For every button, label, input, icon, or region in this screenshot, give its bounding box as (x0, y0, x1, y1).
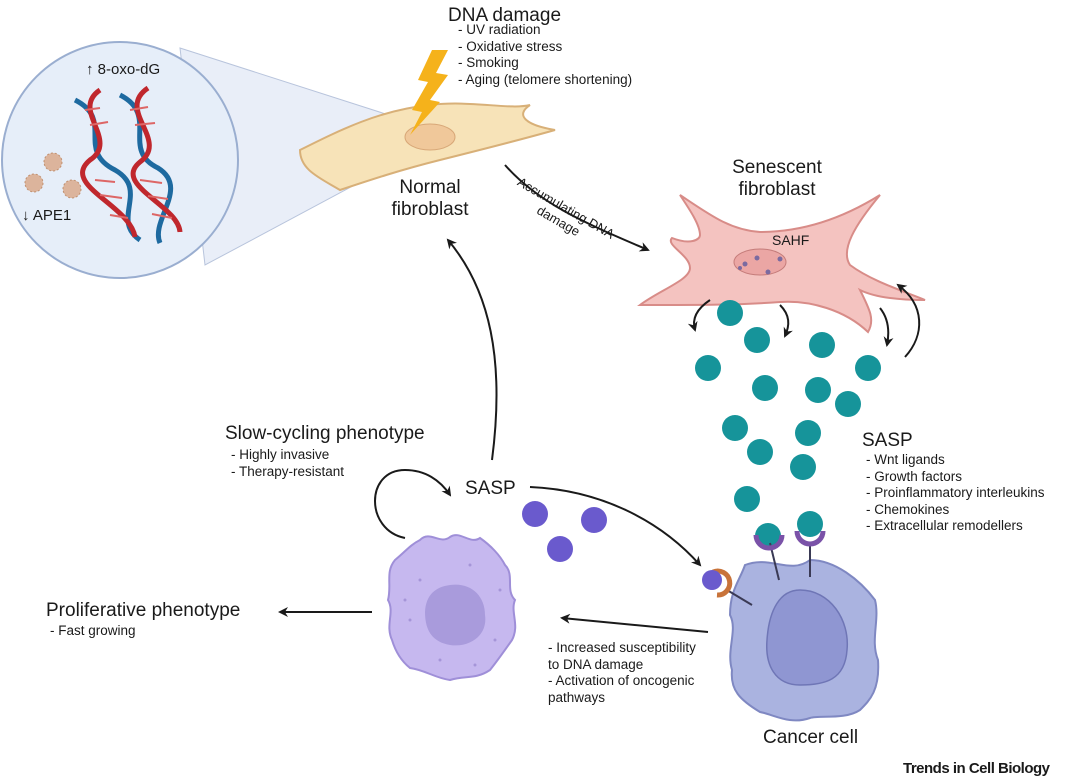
proliferative-title: Proliferative phenotype (46, 600, 241, 621)
effect-item: pathways (548, 689, 606, 705)
zoom-circle (1, 41, 239, 279)
receptor-cup-1 (753, 534, 785, 551)
teal-particle (695, 355, 721, 381)
slow-cycling-list: - Highly invasive - Therapy-resistant (231, 447, 344, 480)
accumulating-arrow (504, 164, 650, 252)
dna-damage-title: DNA damage (448, 5, 562, 26)
cytoplasm-granules (403, 563, 502, 667)
cause-item: - Aging (telomere shortening) (458, 71, 633, 87)
dna-helix-left (73, 87, 142, 243)
purple-particle (547, 536, 573, 562)
teal-particle (797, 511, 823, 537)
slow-cycling-title: Slow-cycling phenotype (225, 423, 425, 444)
receptor-cup-2 (794, 530, 826, 547)
cancer-cell-label: Cancer cell (763, 727, 859, 748)
cancer-cell-nucleus (766, 589, 848, 686)
sasp-right-title: SASP (862, 430, 913, 451)
sasp-item: - Growth factors (866, 468, 963, 484)
teal-particle (722, 415, 748, 441)
cause-item: - UV radiation (458, 22, 541, 37)
sasp-item: - Proinflammatory interleukins (866, 485, 1045, 500)
cause-item: - Oxidative stress (458, 38, 563, 54)
normal-fibroblast-label: Normal fibroblast (390, 177, 470, 221)
cancer-to-slow-arrow (560, 613, 709, 633)
8-oxo-dg-label: ↑ 8-oxo-dG (86, 61, 161, 78)
teal-sasp-particles (695, 300, 881, 549)
bound-purple-ligand (702, 570, 722, 590)
slow-cycling-item: - Therapy-resistant (231, 463, 345, 479)
effect-item: to DNA damage (548, 656, 644, 672)
teal-particle (809, 332, 835, 358)
receptor-cup-3 (712, 568, 733, 598)
sasp-to-cancer-arrow (529, 486, 702, 567)
slow-cycling-item: - Highly invasive (231, 447, 330, 462)
purple-sasp-particles (522, 501, 607, 562)
purple-particle (522, 501, 548, 527)
proliferative-item: - Fast growing (50, 623, 136, 638)
senescent-line1: Senescent (732, 157, 822, 178)
sahf-foci (738, 255, 783, 275)
cause-item: - Smoking (458, 55, 519, 70)
purple-particle (581, 507, 607, 533)
receptor-3 (726, 589, 753, 606)
autocrine-arrow-3 (879, 307, 894, 347)
autocrine-arrow-4 (896, 283, 921, 358)
lightning-bolt-icon (410, 50, 448, 135)
slow-cycling-nucleus (425, 584, 486, 646)
sasp-item: - Chemokines (866, 501, 950, 517)
dna-helix-right (118, 85, 183, 244)
teal-particle (747, 439, 773, 465)
normal-fibroblast-line2: fibroblast (391, 198, 469, 220)
cancer-effects-list: - Increased susceptibility to DNA damage… (548, 640, 696, 706)
journal-credit: Trends in Cell Biology (903, 760, 1050, 777)
senescent-line2: fibroblast (738, 178, 816, 200)
self-loop-arrow (374, 468, 452, 539)
teal-particle (795, 420, 821, 446)
teal-particle (835, 391, 861, 417)
effect-item: - Activation of oncogenic (548, 673, 695, 688)
sahf-label: SAHF (772, 232, 810, 248)
teal-particle (734, 486, 760, 512)
senescent-fibroblast-label: Senescent fibroblast (722, 157, 832, 201)
teal-particle (717, 300, 743, 326)
dna-damage-causes: - UV radiation - Oxidative stress - Smok… (458, 22, 632, 88)
proliferative-list: - Fast growing (50, 623, 136, 640)
teal-particle (805, 377, 831, 403)
normal-fibroblast-nucleus (404, 123, 456, 151)
ape1-particles (24, 152, 82, 199)
sasp-right-list: - Wnt ligands - Growth factors - Proinfl… (866, 452, 1045, 535)
teal-particle (744, 327, 770, 353)
sasp-item: - Wnt ligands (866, 452, 945, 467)
sasp-center-title: SASP (465, 478, 516, 499)
effect-item: - Increased susceptibility (548, 640, 696, 655)
teal-particle (752, 375, 778, 401)
teal-particle (855, 355, 881, 381)
sahf-nucleus (733, 248, 787, 276)
autocrine-arrow-2 (779, 304, 793, 338)
sasp-item: - Extracellular remodellers (866, 518, 1023, 533)
ape1-label: ↓ APE1 (22, 207, 72, 224)
autocrine-arrow-1 (687, 299, 711, 332)
teal-particle (790, 454, 816, 480)
sasp-to-normal-arrow (446, 238, 498, 461)
normal-fibroblast-line1: Normal (399, 177, 461, 198)
